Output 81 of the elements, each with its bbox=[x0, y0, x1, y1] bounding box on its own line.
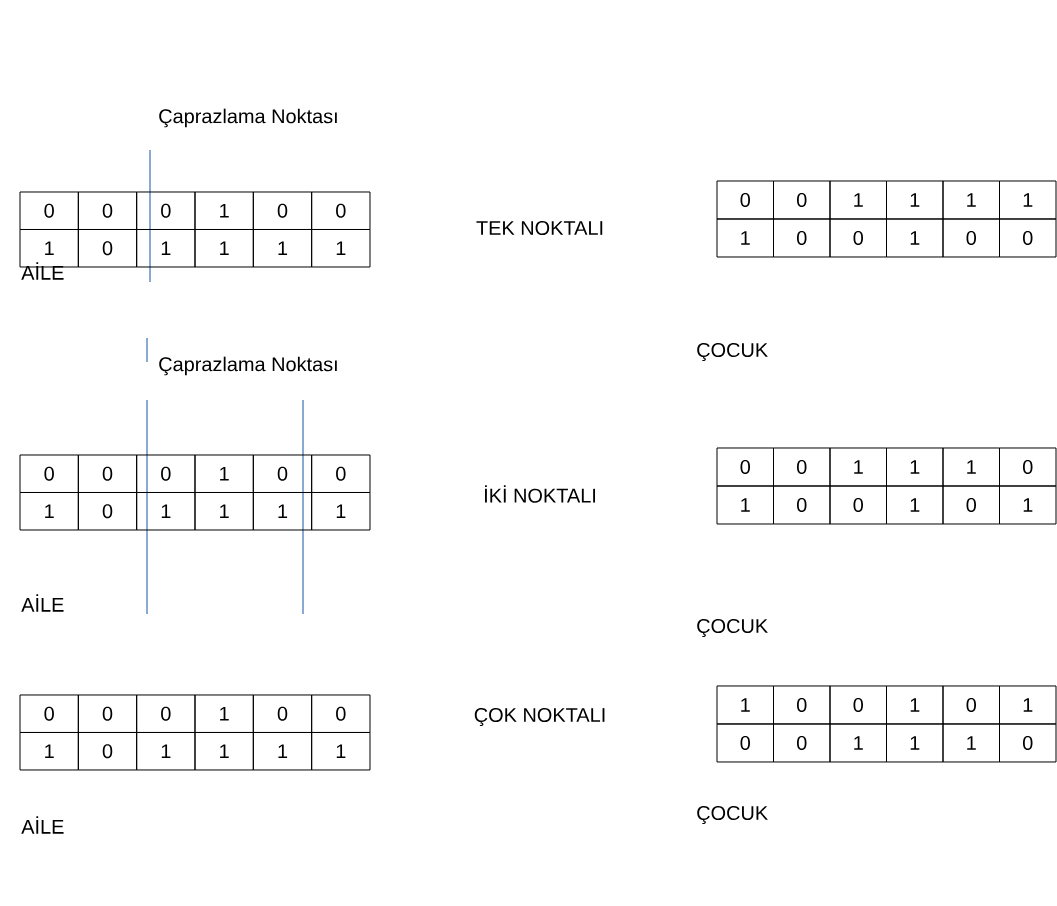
method-label: ÇOK NOKTALI bbox=[474, 707, 605, 727]
parent-label: AİLE bbox=[21, 816, 64, 834]
table-cell: 1 bbox=[886, 723, 944, 763]
table-cell: 1 bbox=[942, 723, 1000, 763]
parent-label: AİLE bbox=[21, 594, 64, 612]
table-cell: 1 bbox=[886, 447, 944, 487]
table-cell: 1 bbox=[829, 723, 887, 763]
child-label: ÇOCUK bbox=[697, 618, 768, 638]
table-cell: 1 bbox=[194, 191, 254, 230]
table-cell: 0 bbox=[829, 685, 887, 725]
table-cell: 0 bbox=[19, 694, 79, 733]
crossover-label: Çaprazlama Noktası bbox=[159, 108, 337, 128]
table-cell: 0 bbox=[773, 685, 831, 725]
table-cell: 0 bbox=[773, 723, 831, 763]
table-cell: 1 bbox=[194, 492, 254, 531]
table-cell: 1 bbox=[252, 229, 313, 268]
table-cell: 0 bbox=[77, 492, 138, 531]
table-cell: 1 bbox=[999, 180, 1057, 220]
table-cell: 0 bbox=[77, 694, 138, 733]
table-cell: 0 bbox=[773, 218, 831, 258]
table-cell: 1 bbox=[886, 218, 944, 258]
table-cell: 1 bbox=[716, 218, 774, 258]
table-cell: 0 bbox=[942, 218, 1000, 258]
table-cell: 1 bbox=[19, 732, 79, 771]
table-cell: 1 bbox=[136, 492, 196, 531]
table-cell: 1 bbox=[942, 180, 1000, 220]
table-cell: 0 bbox=[999, 447, 1057, 487]
table-cell: 0 bbox=[77, 229, 138, 268]
table-cell: 0 bbox=[773, 447, 831, 487]
table-cell: 1 bbox=[311, 229, 371, 268]
table-cell: 0 bbox=[716, 723, 774, 763]
table-cell: 1 bbox=[716, 485, 774, 525]
child-label: ÇOCUK bbox=[697, 805, 768, 825]
table-cell: 1 bbox=[829, 447, 887, 487]
table-cell: 0 bbox=[716, 180, 774, 220]
table-cell: 1 bbox=[194, 694, 254, 733]
table-cell: 0 bbox=[136, 454, 196, 493]
table-cell: 1 bbox=[311, 492, 371, 531]
table-cell: 0 bbox=[77, 191, 138, 230]
table-cell: 1 bbox=[999, 685, 1057, 725]
table-cell: 1 bbox=[716, 685, 774, 725]
table-cell: 1 bbox=[311, 732, 371, 771]
table-cell: 1 bbox=[252, 492, 313, 531]
table-cell: 0 bbox=[19, 191, 79, 230]
method-label: TEK NOKTALI bbox=[476, 220, 603, 236]
table-cell: 1 bbox=[252, 732, 313, 771]
table-cell: 0 bbox=[252, 694, 313, 733]
table-cell: 0 bbox=[829, 485, 887, 525]
table-cell: 1 bbox=[942, 447, 1000, 487]
table-cell: 0 bbox=[136, 191, 196, 230]
table-cell: 1 bbox=[19, 492, 79, 531]
table-cell: 0 bbox=[77, 732, 138, 771]
table-cell: 1 bbox=[999, 485, 1057, 525]
table-cell: 0 bbox=[999, 723, 1057, 763]
table-cell: 1 bbox=[886, 485, 944, 525]
child-label: ÇOCUK bbox=[697, 342, 768, 362]
table-cell: 0 bbox=[829, 218, 887, 258]
table-cell: 1 bbox=[829, 180, 887, 220]
table-cell: 0 bbox=[19, 454, 79, 493]
crossover-label: Çaprazlama Noktası bbox=[159, 356, 337, 376]
table-cell: 1 bbox=[194, 454, 254, 493]
table-cell: 0 bbox=[773, 180, 831, 220]
table-cell: 1 bbox=[886, 685, 944, 725]
table-cell: 0 bbox=[136, 694, 196, 733]
table-cell: 1 bbox=[194, 732, 254, 771]
table-cell: 0 bbox=[311, 694, 371, 733]
table-cell: 1 bbox=[194, 229, 254, 268]
table-cell: 0 bbox=[311, 454, 371, 493]
table-cell: 0 bbox=[252, 454, 313, 493]
table-cell: 0 bbox=[252, 191, 313, 230]
table-cell: 0 bbox=[77, 454, 138, 493]
table-cell: 1 bbox=[886, 180, 944, 220]
table-cell: 1 bbox=[136, 229, 196, 268]
table-cell: 0 bbox=[773, 485, 831, 525]
table-cell: 0 bbox=[311, 191, 371, 230]
method-label: İKİ NOKTALI bbox=[485, 485, 595, 503]
table-cell: 0 bbox=[942, 685, 1000, 725]
table-cell: 0 bbox=[999, 218, 1057, 258]
table-cell: 0 bbox=[942, 485, 1000, 525]
table-cell: 1 bbox=[136, 732, 196, 771]
table-cell: 0 bbox=[716, 447, 774, 487]
